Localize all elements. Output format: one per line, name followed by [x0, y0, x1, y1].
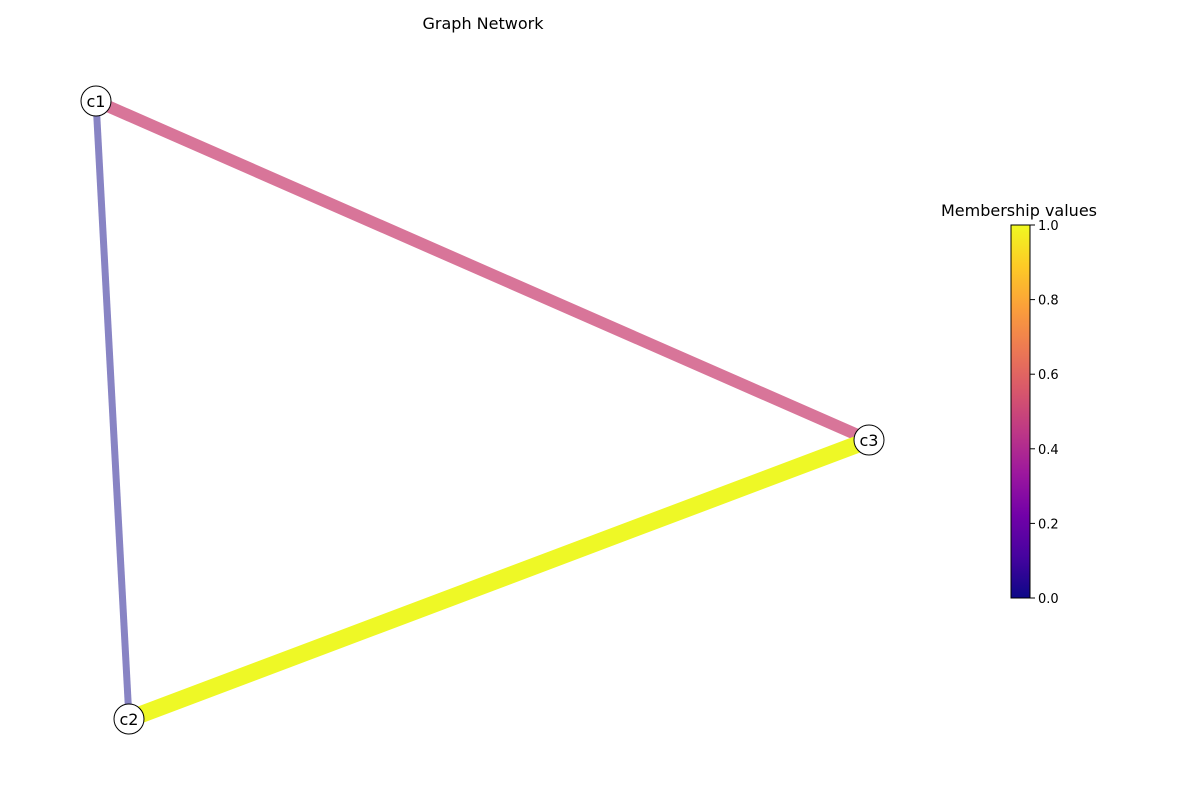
- figure-title: Graph Network: [423, 14, 545, 33]
- colorbar-tick-label: 0.0: [1038, 592, 1059, 607]
- node-label-c3: c3: [860, 431, 879, 450]
- colorbar-title: Membership values: [941, 201, 1097, 220]
- node-label-c2: c2: [120, 710, 139, 729]
- node-c1: c1: [80, 85, 112, 117]
- colorbar-gradient: [1010, 224, 1031, 599]
- node-label-c1: c1: [87, 92, 106, 111]
- edge-c2-c3: [126, 432, 872, 727]
- colorbar: Membership values 0.0 0.2 0.4 0.6 0.8 1.0: [941, 201, 1097, 607]
- colorbar-tick-label: 0.8: [1038, 294, 1059, 309]
- node-c3: c3: [853, 424, 885, 456]
- colorbar-tick-label: 0.2: [1038, 517, 1059, 532]
- colorbar-tick-label: 1.0: [1038, 219, 1059, 234]
- edge-c1-c3: [93, 95, 872, 446]
- colorbar-tick-label: 0.6: [1038, 368, 1059, 383]
- edges-layer: [92, 95, 872, 727]
- node-c2: c2: [113, 703, 145, 735]
- colorbar-tick-label: 0.4: [1038, 443, 1059, 458]
- nodes-layer: c1 c2 c3: [80, 85, 885, 735]
- colorbar-ticks: 0.0 0.2 0.4 0.6 0.8 1.0: [1030, 219, 1059, 607]
- edge-c1-c2: [92, 100, 133, 720]
